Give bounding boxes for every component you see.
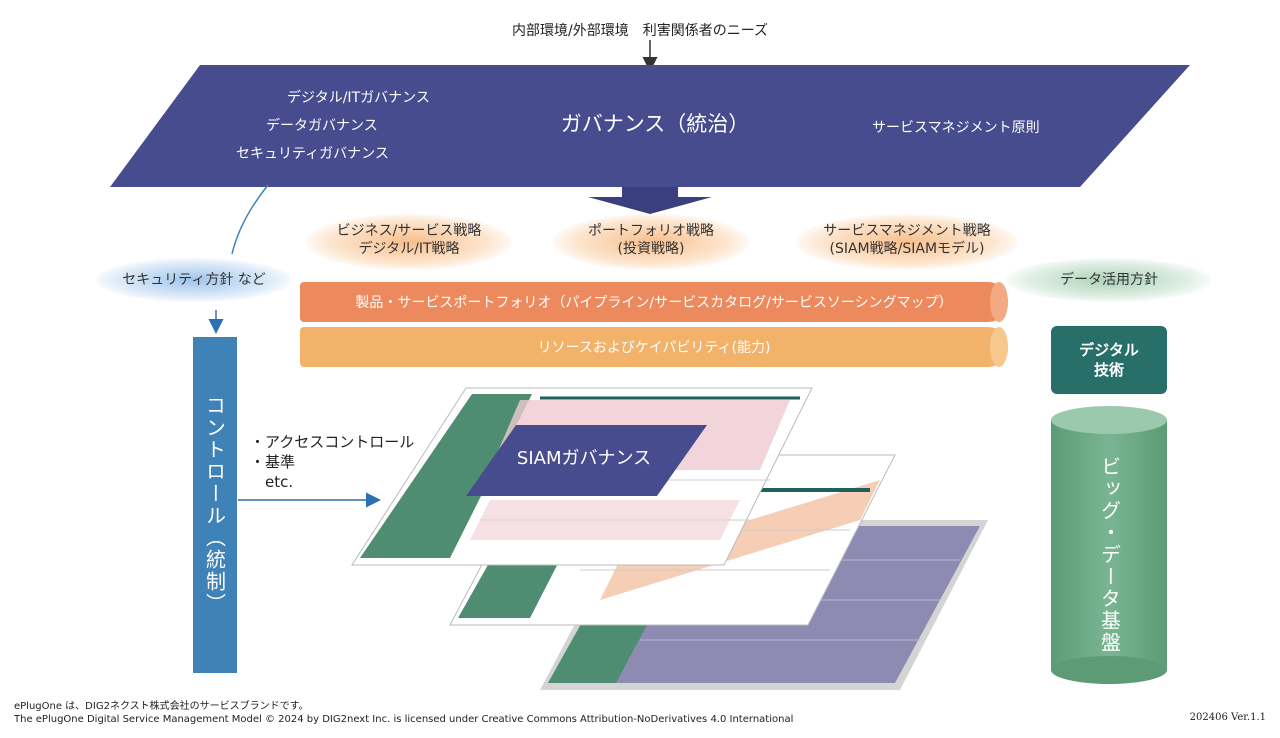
footer: ePlugOne は、DIG2ネクスト株式会社のサービスブランドです。 The … — [14, 700, 793, 726]
governance-item-security: セキュリティガバナンス — [236, 146, 389, 162]
strategy-portfolio: ポートフォリオ戦略 (投資戦略) — [553, 214, 749, 270]
strategy-business-line1: ビジネス/サービス戦略 — [336, 223, 482, 239]
governance-title: ガバナンス（統治） — [560, 112, 750, 136]
strategy-portfolio-line1: ポートフォリオ戦略 — [588, 223, 714, 239]
control-bar: コントロール（統制） — [193, 337, 237, 673]
resource-pipe-cap — [990, 327, 1008, 367]
footer-license: The ePlugOne Digital Service Management … — [14, 714, 794, 725]
control-item-etc: etc. — [250, 473, 294, 491]
digital-tech-line2: 技術 — [1093, 361, 1124, 379]
governance-item-digital-it: デジタル/ITガバナンス — [287, 90, 430, 106]
governance-down-arrow — [588, 187, 712, 214]
governance-item-data: データガバナンス — [266, 118, 378, 134]
portfolio-pipe: 製品・サービスポートフォリオ（パイプライン/サービスカタログ/サービスソーシング… — [300, 282, 1008, 322]
digital-tech-box: デジタル 技術 — [1051, 326, 1167, 394]
strategy-service-line1: サービスマネジメント戦略 — [823, 223, 991, 239]
siam-governance-label: SIAMガバナンス — [516, 448, 652, 469]
strategy-portfolio-line2: (投資戦略) — [617, 241, 685, 257]
control-items: ・アクセスコントロール ・基準 etc. — [250, 432, 414, 492]
strategy-business: ビジネス/サービス戦略 デジタル/IT戦略 — [306, 214, 512, 270]
governance-security-connector — [231, 184, 269, 255]
strategy-service-line2: (SIAM戦略/SIAMモデル) — [829, 241, 985, 257]
governance-band — [110, 65, 1190, 187]
portfolio-pipe-label: 製品・サービスポートフォリオ（パイプライン/サービスカタログ/サービスソーシング… — [355, 295, 953, 311]
big-data-cylinder — [1051, 406, 1167, 684]
resource-pipe: リソースおよびケイパビリティ(能力) — [300, 327, 1008, 367]
process-sheet-front — [351, 387, 813, 566]
governance-item-service-principles: サービスマネジメント原則 — [872, 120, 1040, 136]
portfolio-pipe-cap — [990, 282, 1008, 322]
digital-tech-line1: デジタル — [1079, 341, 1139, 359]
resource-pipe-label: リソースおよびケイパビリティ(能力) — [537, 340, 771, 356]
strategy-business-line2: デジタル/IT戦略 — [358, 241, 460, 257]
control-item-standards: ・基準 — [250, 453, 296, 471]
footer-brand-note: ePlugOne は、DIG2ネクスト株式会社のサービスブランドです。 — [14, 701, 309, 712]
version-label: 202406 Ver.1.1 — [1189, 712, 1266, 723]
security-policy: セキュリティ方針 など — [96, 258, 292, 302]
siam-governance-band — [466, 425, 707, 496]
control-item-access: ・アクセスコントロール — [250, 433, 415, 451]
strategy-service-management: サービスマネジメント戦略 (SIAM戦略/SIAMモデル) — [796, 214, 1018, 270]
big-data-label: ビッグ・データ基盤 — [1097, 456, 1122, 654]
data-policy: データ活用方針 — [1006, 258, 1212, 302]
stakeholder-needs-label: 内部環境/外部環境 利害関係者のニーズ — [511, 23, 769, 39]
